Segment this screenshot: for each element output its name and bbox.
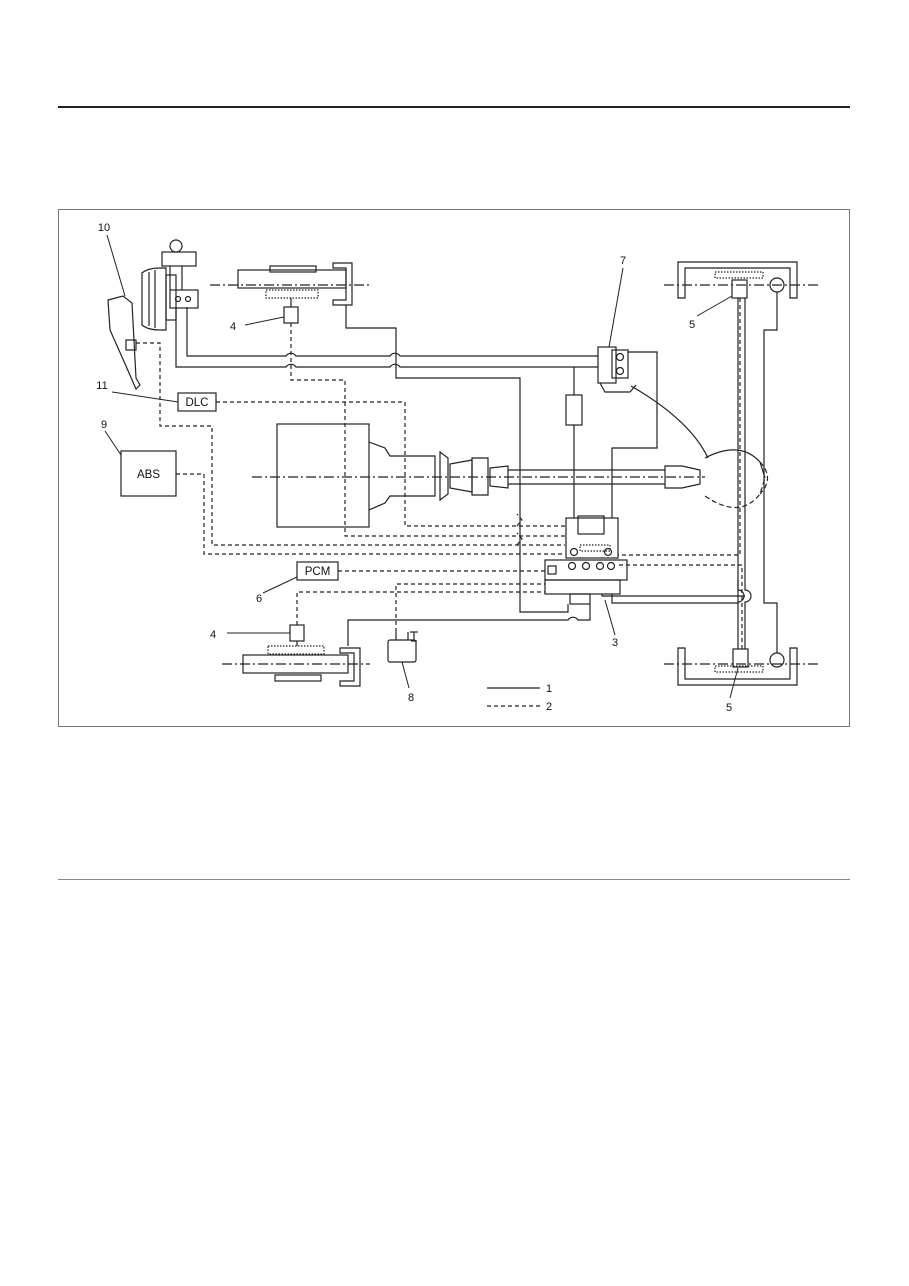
right-rear-wheel-assembly — [664, 647, 820, 686]
diagram-frame — [58, 209, 850, 727]
bottom-rule — [58, 879, 850, 880]
callout-4-front: 4 — [230, 321, 236, 333]
callout-5-rear: 5 — [726, 702, 732, 714]
abs-box: ABS — [120, 450, 177, 497]
pcm-box: PCM — [296, 561, 339, 581]
callout-labels: 10 11 9 4 4 6 3 7 5 5 8 1 2 — [96, 222, 732, 714]
dlc-box: DLC — [177, 392, 217, 412]
proportioning-valve — [597, 346, 637, 393]
callout-7: 7 — [620, 255, 626, 267]
callout-10: 10 — [98, 222, 110, 234]
callout-9: 9 — [101, 419, 107, 431]
leader-lines — [104, 234, 739, 699]
pcm-label: PCM — [305, 566, 331, 578]
brake-lines — [175, 292, 778, 653]
top-rule — [58, 106, 850, 108]
callout-11: 11 — [96, 380, 107, 392]
callout-4-rear: 4 — [210, 629, 216, 641]
power-relay — [387, 631, 418, 663]
dlc-label: DLC — [185, 397, 208, 409]
right-front-wheel-assembly — [664, 261, 820, 299]
inline-component — [565, 394, 583, 426]
legend-2-label: 2 — [546, 701, 552, 713]
abs-system-diagram: ABS DLC PCM 10 11 9 4 4 6 3 7 5 5 8 1 2 — [96, 222, 820, 714]
transmission-driveline — [252, 423, 769, 528]
callout-6: 6 — [256, 593, 262, 605]
callout-3: 3 — [612, 637, 618, 649]
sensor-wiring — [136, 298, 743, 649]
callout-8: 8 — [408, 692, 414, 704]
hydraulic-unit — [544, 515, 628, 605]
legend-1-label: 1 — [546, 683, 552, 695]
abs-label: ABS — [137, 469, 160, 481]
brake-pedal-booster — [107, 239, 199, 391]
callout-5-front: 5 — [689, 319, 695, 331]
